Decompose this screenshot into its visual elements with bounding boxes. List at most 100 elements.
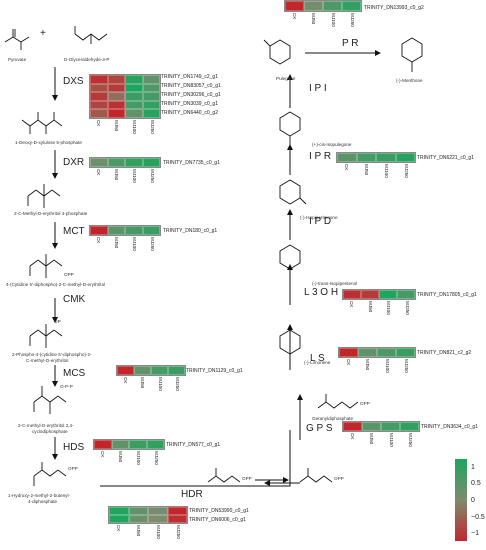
label-cdp-mep-1: 2-Phospho-4-(cytidine 5'-diphospho)-2- bbox=[12, 352, 92, 357]
heatmap-cell bbox=[125, 100, 143, 110]
condition-label: MJ50 bbox=[367, 301, 373, 313]
condition-label: MJ50 bbox=[364, 164, 369, 176]
cdp-me-structure bbox=[29, 254, 63, 278]
gene-list-dxr: TRINITY_DN7735_c0_g1 bbox=[163, 158, 220, 169]
enzyme-pr: P R bbox=[342, 38, 359, 49]
pulegone-structure bbox=[263, 39, 291, 65]
menthone-structure bbox=[401, 37, 423, 72]
heatmap-cell bbox=[396, 348, 415, 357]
condition-label: MJ100 bbox=[388, 433, 394, 447]
legend-tick-0-5: 0.5 bbox=[471, 480, 481, 487]
gene-list-mct: TRINITY_DN180_c0_g1 bbox=[163, 226, 217, 237]
gene-label: TRINITY_DN6440_c0_g2 bbox=[161, 110, 218, 116]
enzyme-ipr: I P R bbox=[309, 151, 332, 162]
isopiperitenone-structure bbox=[279, 179, 307, 205]
heatmap-cell bbox=[125, 109, 143, 118]
gpp-structure bbox=[317, 394, 359, 409]
condition-label: MJ250 bbox=[175, 377, 181, 391]
heatmap-cell bbox=[376, 153, 396, 162]
heatmap-cell bbox=[107, 109, 125, 118]
enzyme-gps: G P S bbox=[306, 423, 333, 434]
condition-label: MJ250 bbox=[150, 237, 155, 251]
isopulegone-structure bbox=[279, 111, 301, 146]
heatmap-cell bbox=[337, 153, 357, 162]
heatmap-cell bbox=[381, 422, 400, 431]
condition-label: MJ250 bbox=[404, 301, 410, 315]
heatmap-cell bbox=[395, 153, 415, 162]
heatmap-dxs bbox=[89, 74, 161, 119]
heatmap-cell bbox=[142, 158, 160, 167]
condition-label: MJ50 bbox=[140, 377, 146, 389]
label-hmbpp-2: 4-diphosphate bbox=[28, 499, 58, 504]
condition-label: MJ100 bbox=[384, 359, 390, 373]
heatmap-hds bbox=[93, 439, 165, 450]
heatmap-cell bbox=[304, 1, 323, 11]
mecpp-structure bbox=[33, 386, 67, 414]
heatmap-cell bbox=[342, 1, 361, 11]
heatmap-cell bbox=[125, 158, 143, 167]
label-isopiperitenone: (-)-Isopiperitenone bbox=[300, 215, 338, 220]
condition-label: MJ250 bbox=[176, 525, 181, 539]
heatmap-cell bbox=[111, 440, 129, 449]
heatmap-hdr bbox=[108, 506, 188, 524]
isopiperitenol-structure bbox=[279, 244, 301, 279]
condition-label: MJ50 bbox=[118, 451, 123, 463]
heatmap-ls bbox=[338, 347, 416, 358]
label-o-p-p: O-P-P bbox=[60, 384, 73, 389]
heatmap-mct bbox=[89, 225, 161, 236]
condition-label: MJ100 bbox=[157, 377, 163, 391]
heatmap-cell bbox=[142, 109, 160, 118]
enzyme-l3oh: L 3 O H bbox=[304, 287, 339, 298]
label-cdp-mep-2: C-methyl-D-erythritol bbox=[26, 358, 69, 363]
gene-label: TRINITY_DN83057_c0_g1 bbox=[161, 83, 221, 89]
ipp-structure bbox=[299, 468, 333, 483]
label-cdp-me: 4-(Cytidine 5'-diphospho)-2-C-methyl-D-e… bbox=[6, 282, 106, 287]
label-opp-dmapp: OPP bbox=[242, 476, 252, 481]
gene-label: TRINITY_DN53990_c0_g1 bbox=[189, 508, 249, 514]
gene-label: TRINITY_DN30296_c0_g1 bbox=[161, 92, 221, 98]
condition-label: MJ100 bbox=[132, 237, 137, 251]
heatmap-cell bbox=[107, 92, 125, 101]
heatmap-cell bbox=[94, 440, 112, 449]
heatmap-cell bbox=[397, 290, 415, 299]
label-pulegone: Pulegone bbox=[276, 76, 296, 81]
heatmap-cell bbox=[168, 366, 185, 375]
heatmap-dxr bbox=[89, 157, 161, 168]
label-opp-gpp: OPP bbox=[360, 401, 370, 406]
heatmap-cell bbox=[125, 92, 143, 101]
gene-list-mcs: TRINITY_DN1129_c0_g1 bbox=[186, 366, 243, 377]
gene-label: TRINITY_DN180_c0_g1 bbox=[163, 228, 218, 234]
condition-label: MJ250 bbox=[404, 359, 410, 373]
gene-list-ipr: TRINITY_DN6221_c0_g1 bbox=[417, 153, 474, 164]
heatmap-cell bbox=[125, 75, 143, 84]
gene-label: TRINITY_DN17805_c0_g1 bbox=[417, 292, 477, 298]
arrow-hdr bbox=[100, 430, 291, 487]
heatmap-cell bbox=[379, 290, 397, 299]
heatmap-cell bbox=[129, 440, 147, 449]
enzyme-ipi: I P I bbox=[309, 83, 327, 94]
condition-label: MJ50 bbox=[114, 120, 119, 132]
heatmap-cell bbox=[107, 83, 125, 93]
gene-label: TRINITY_DN7735_c0_g1 bbox=[163, 160, 220, 166]
mep-structure bbox=[27, 184, 61, 208]
label-mecpp-1: 2-C-methyl-D-erythritol 2,4- bbox=[18, 423, 74, 428]
gene-label: TRINITY_DN13993_c0_g2 bbox=[364, 5, 424, 11]
condition-label: MJ250 bbox=[150, 120, 155, 134]
heatmap-cell bbox=[90, 226, 108, 235]
heatmap-l3oh bbox=[342, 289, 416, 300]
enzyme-hdr: HDR bbox=[181, 489, 203, 500]
hmbpp-structure bbox=[33, 462, 67, 486]
condition-label: MJ50 bbox=[114, 169, 119, 181]
heatmap-gps bbox=[342, 421, 420, 432]
label-mep: 2-C-Methyl-D-erythritol 4-phosphate bbox=[14, 211, 88, 216]
label-opp-cdp: OPP bbox=[64, 272, 74, 277]
heatmap-cell bbox=[142, 83, 160, 93]
gene-label: TRINITY_DN6221_c0_g1 bbox=[417, 155, 474, 161]
heatmap-cell bbox=[142, 75, 160, 84]
label-mecpp-2: cyclodiphosphate bbox=[32, 429, 68, 434]
enzyme-ls: L S bbox=[310, 353, 325, 364]
